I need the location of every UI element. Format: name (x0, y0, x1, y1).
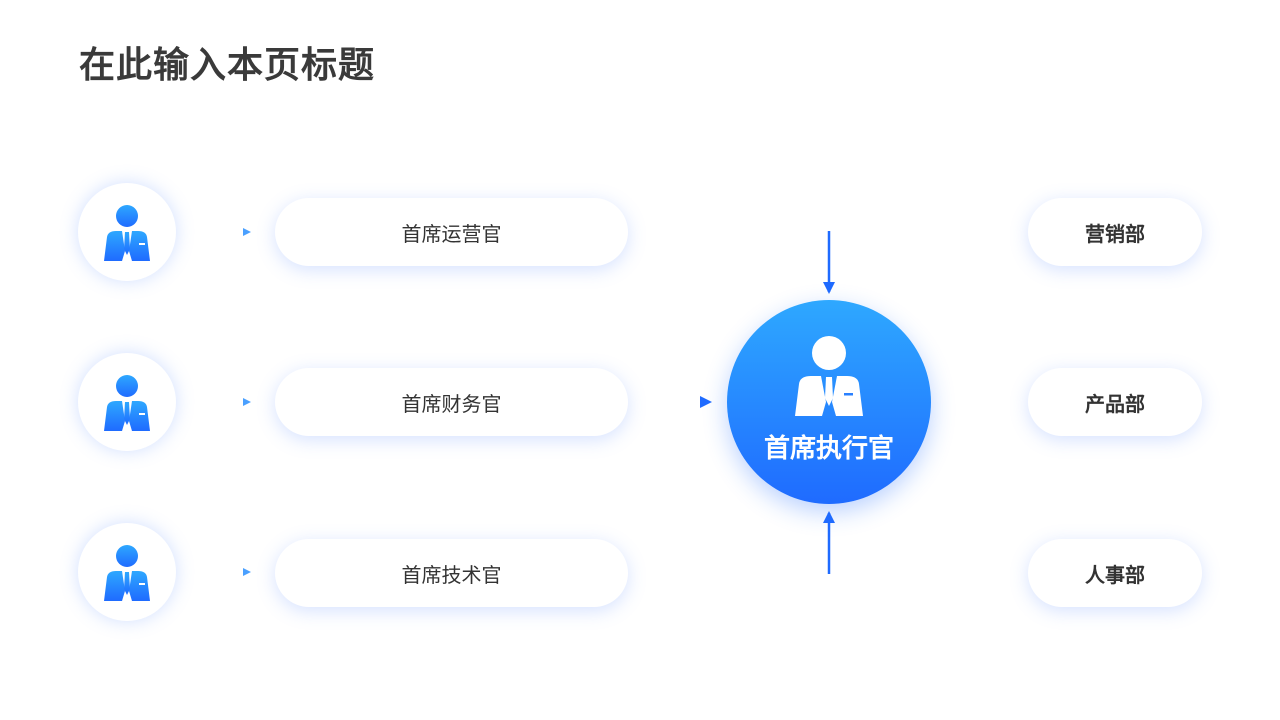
person-icon (795, 336, 863, 416)
dept-box-hr[interactable]: 人事部 (1028, 539, 1202, 607)
role-box-coo[interactable]: 首席运营官 (275, 198, 628, 266)
ceo-node[interactable]: 首席执行官 (727, 300, 931, 504)
person-icon (104, 545, 150, 601)
person-icon (104, 375, 150, 431)
dept-box-product[interactable]: 产品部 (1028, 368, 1202, 436)
role-box-cfo[interactable]: 首席财务官 (275, 368, 628, 436)
page-title[interactable]: 在此输入本页标题 (79, 45, 376, 86)
role-box-cto[interactable]: 首席技术官 (275, 539, 628, 607)
avatar-cto (78, 523, 176, 621)
person-icon (104, 205, 150, 261)
ceo-label: 首席执行官 (763, 434, 894, 464)
avatar-coo (78, 183, 176, 281)
dept-box-marketing[interactable]: 营销部 (1028, 198, 1202, 266)
avatar-cfo (78, 353, 176, 451)
